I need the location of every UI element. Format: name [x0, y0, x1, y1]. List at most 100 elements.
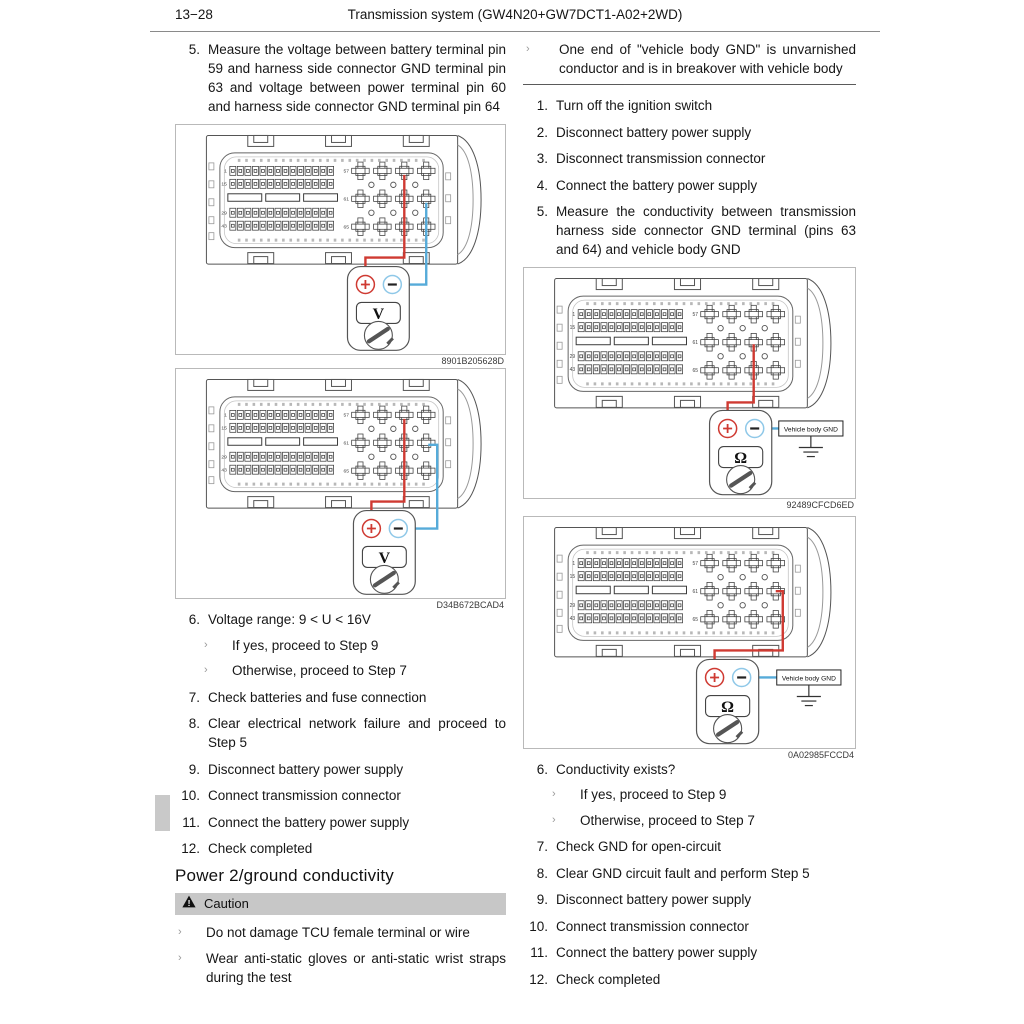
step-number: 11. — [530, 945, 548, 961]
step-item: 8. Clear electrical network failure and p… — [175, 714, 506, 752]
step-text: Disconnect battery power supply — [556, 124, 752, 140]
svg-text:29: 29 — [570, 354, 576, 360]
svg-text:1: 1 — [572, 311, 575, 317]
step-item: 9.Disconnect battery power supply — [523, 890, 856, 909]
svg-text:57: 57 — [692, 561, 698, 567]
svg-text:Ω: Ω — [734, 450, 747, 467]
step-text: Turn off the ignition switch — [556, 98, 713, 113]
step-sub-item: › Otherwise, proceed to Step 7 — [550, 811, 856, 830]
caution-header: ! Caution — [175, 892, 506, 915]
procedure-steps: 5.Measure the voltage between battery te… — [175, 40, 506, 116]
step-text: Disconnect battery power supply — [208, 761, 404, 777]
step-item: 8. Clear GND circuit fault and perform St… — [523, 864, 856, 883]
svg-text:43: 43 — [570, 367, 576, 373]
step-sub-text: Otherwise, proceed to Step 7 — [580, 812, 755, 828]
caution-label: Caution — [204, 896, 249, 912]
step-text: Connect the battery power supply — [208, 814, 410, 830]
step-item: 9.Disconnect battery power supply — [175, 760, 506, 779]
step-item: 5.Measure the conductivity between trans… — [523, 202, 856, 259]
step-text: Connect transmission connector — [208, 788, 401, 804]
sub-bullet-icon: › — [204, 638, 208, 651]
step-number: 3. — [536, 151, 548, 166]
step-number: 5. — [188, 42, 200, 57]
step-item: 10.Connect transmission connector — [523, 917, 856, 936]
page-header: 13−28 Transmission system (GW4N20+GW7DCT… — [150, 7, 880, 29]
step-text: Check completed — [556, 971, 661, 987]
svg-text:65: 65 — [692, 368, 698, 374]
svg-text:Ω: Ω — [721, 699, 734, 716]
step-item: 5.Measure the voltage between battery te… — [175, 40, 506, 116]
step-item: 6.Conductivity exists?›If yes, proceed t… — [523, 760, 856, 830]
step-sub-item: › If yes, proceed to Step 9 — [202, 636, 506, 655]
svg-text:29: 29 — [221, 454, 227, 460]
svg-text:57: 57 — [692, 311, 698, 317]
svg-text:65: 65 — [343, 468, 349, 474]
caution-items: ›Do not damage TCU female terminal or wi… — [175, 923, 506, 988]
svg-text:43: 43 — [570, 616, 576, 622]
svg-text:15: 15 — [221, 181, 227, 187]
step-text: Voltage range: 9 < U < 16V — [208, 612, 371, 628]
step-number: 7. — [188, 689, 200, 705]
svg-text:43: 43 — [221, 223, 227, 229]
step-text: Clear GND circuit fault and perform Step… — [556, 865, 810, 881]
sub-bullet-icon: › — [552, 813, 556, 826]
svg-text:61: 61 — [692, 589, 698, 595]
right-column: › One end of "vehicle body GND" is unvarn… — [523, 40, 856, 996]
step-text: Clear electrical network failure and pro… — [208, 716, 506, 751]
step-item: 11. Connect the battery power supply — [175, 813, 506, 832]
note-text: One end of "vehicle body GND" is unvarni… — [559, 42, 856, 76]
page-title: Transmission system (GW4N20+GW7DCT1-A02+… — [347, 7, 683, 22]
step-item: 1. Turn off the ignition switch — [523, 96, 856, 115]
step-number: 8. — [188, 716, 200, 732]
step-sub-text: If yes, proceed to Step 9 — [580, 787, 727, 803]
svg-text:15: 15 — [570, 574, 576, 580]
step-number: 12. — [181, 841, 200, 857]
note-item: ›Do not damage TCU female terminal or wi… — [175, 923, 506, 942]
page-edge-marker — [155, 795, 170, 831]
procedure-steps: 6.Conductivity exists?›If yes, proceed t… — [523, 760, 856, 989]
svg-text:57: 57 — [343, 412, 349, 418]
step-text: Connect the battery power supply — [556, 945, 758, 961]
step-item: 2. Disconnect battery power supply — [523, 123, 856, 142]
step-number: 12. — [529, 971, 548, 987]
step-number: 11. — [182, 814, 200, 830]
step-number: 6. — [536, 761, 548, 777]
note-text: Wear anti-static gloves or anti-static w… — [206, 951, 506, 986]
step-item: 12. Check completed — [523, 970, 856, 989]
step-number: 10. — [529, 918, 548, 934]
step-item: 7.Check GND for open-circuit — [523, 837, 856, 856]
step-number: 2. — [536, 124, 548, 140]
svg-text:V: V — [373, 305, 385, 322]
svg-text:V: V — [379, 550, 391, 567]
step-number: 8. — [536, 865, 548, 881]
figure-caption: D34B672BCAD4 — [436, 600, 504, 611]
svg-text:1: 1 — [224, 168, 227, 174]
svg-text:61: 61 — [343, 440, 349, 446]
step-number: 1. — [536, 98, 548, 113]
step-number: 6. — [188, 612, 200, 628]
section-divider — [523, 84, 856, 85]
svg-text:61: 61 — [343, 196, 349, 202]
step-text: Conductivity exists? — [556, 761, 676, 777]
svg-text:61: 61 — [692, 340, 698, 346]
step-sub-text: If yes, proceed to Step 9 — [232, 637, 379, 653]
step-item: 6. Voltage range: 9 < U < 16V› If yes, pro… — [175, 610, 506, 680]
procedure-steps: 6. Voltage range: 9 < U < 16V› If yes, pro… — [175, 610, 506, 858]
note-list: ›One end of "vehicle body GND" is unvarn… — [523, 40, 856, 78]
svg-text:57: 57 — [343, 168, 349, 174]
step-sub-item: ›If yes, proceed to Step 9 — [550, 785, 856, 804]
note-text: Do not damage TCU female terminal or wir… — [206, 924, 470, 940]
figure-caption: 0A02985FCCD4 — [787, 749, 854, 760]
step-sub-text: Otherwise, proceed to Step 7 — [232, 663, 407, 679]
note-item: ›One end of "vehicle body GND" is unvarn… — [523, 40, 856, 78]
step-text: Check completed — [208, 841, 313, 857]
svg-text:15: 15 — [570, 324, 576, 330]
step-item: 10.Connect transmission connector — [175, 786, 506, 805]
